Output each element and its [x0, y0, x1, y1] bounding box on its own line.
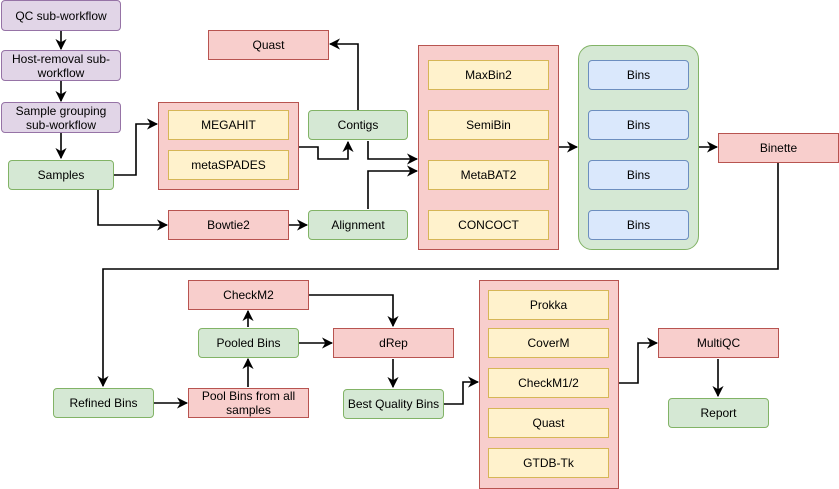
edge-samples-to-assembly	[114, 118, 159, 176]
node-bins-maxbin2: Bins	[588, 60, 689, 90]
node-bowtie2: Bowtie2	[168, 210, 289, 240]
node-megahit: MEGAHIT	[168, 110, 289, 140]
node-qc-sub-workflow: QC sub-workflow	[1, 0, 121, 31]
node-contigs: Contigs	[308, 110, 408, 140]
node-host-removal-sub-workflow: Host-removal sub-workflow	[1, 50, 121, 81]
node-refined-bins: Refined Bins	[53, 388, 154, 418]
edge-checkm2-to-drep	[309, 294, 399, 328]
node-quast-assembly: Quast	[208, 30, 329, 60]
node-prokka: Prokka	[488, 290, 609, 320]
node-coverm: CoverM	[488, 328, 609, 358]
node-pool-bins: Pool Bins from all samples	[188, 388, 309, 418]
node-concoct: CONCOCT	[428, 210, 549, 240]
node-metabat2: MetaBAT2	[428, 160, 549, 190]
node-semibin: SemiBin	[428, 110, 549, 140]
edge-contigs-to-quast	[328, 38, 359, 110]
node-bins-metabat2: Bins	[588, 160, 689, 190]
node-alignment: Alignment	[308, 210, 408, 240]
node-quast-annotation: Quast	[488, 408, 609, 438]
node-metaspades: metaSPADES	[168, 150, 289, 180]
edge-annotation-to-multiqc	[619, 337, 659, 384]
node-maxbin2: MaxBin2	[428, 60, 549, 90]
edge-samples-to-bowtie2	[97, 190, 169, 231]
node-report: Report	[668, 398, 769, 428]
node-binette: Binette	[718, 133, 839, 163]
node-bins-concoct: Bins	[588, 210, 689, 240]
edge-assembly-to-contigs	[299, 140, 354, 160]
node-gtdb-tk: GTDB-Tk	[488, 448, 609, 478]
edge-alignment-to-binners	[367, 165, 419, 209]
edge-best-quality-bins-to-annotation	[444, 376, 480, 405]
node-samples: Samples	[8, 160, 114, 190]
edge-contigs-to-binners	[367, 141, 419, 165]
node-checkm1-2: CheckM1/2	[488, 368, 609, 398]
node-checkm2: CheckM2	[188, 280, 309, 310]
node-sample-grouping-sub-workflow: Sample grouping sub-workflow	[1, 102, 121, 133]
node-pooled-bins: Pooled Bins	[198, 328, 299, 358]
node-best-quality-bins: Best Quality Bins	[343, 389, 444, 419]
node-bins-semibin: Bins	[588, 110, 689, 140]
node-drep: dRep	[333, 328, 454, 358]
node-multiqc: MultiQC	[658, 328, 779, 358]
